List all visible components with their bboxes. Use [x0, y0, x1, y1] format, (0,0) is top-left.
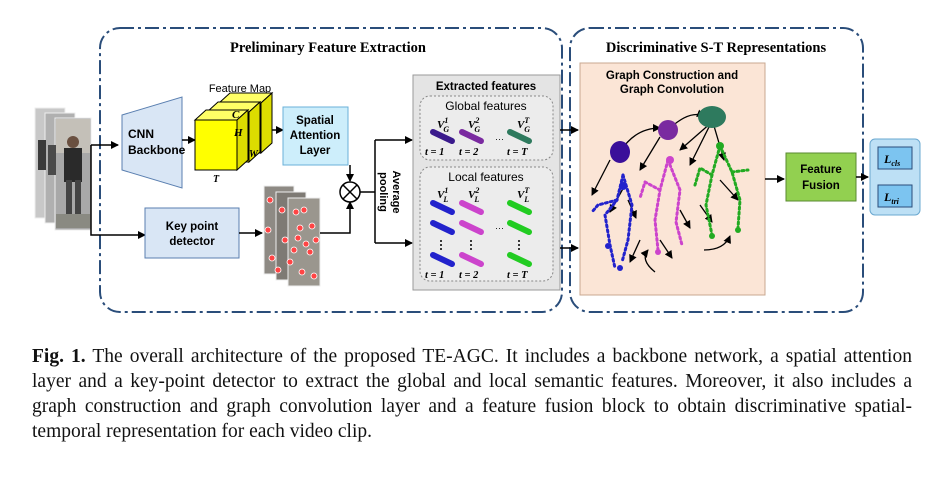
global-time-labels: t = 1 t = 2 t = T	[425, 147, 528, 158]
cnn-label-line2: Backbone	[128, 143, 186, 157]
svg-text:V1G: V1G	[437, 116, 449, 134]
cnn-backbone-block	[121, 96, 183, 189]
multiply-node	[339, 181, 361, 203]
svg-text:V2G: V2G	[468, 116, 480, 134]
spatial-label-1: Spatial	[296, 115, 334, 127]
loss-tri-label: Ltri	[883, 190, 900, 206]
caption-label: Fig. 1.	[32, 346, 86, 367]
caption-text: The overall architecture of the proposed…	[32, 346, 912, 442]
keypoint-label-2: detector	[169, 236, 215, 248]
feature-map-h: H	[233, 127, 243, 139]
loss-tri-box	[877, 184, 913, 208]
global-ellipsis: ···	[495, 134, 504, 144]
cnn-label-line1: CNN	[128, 127, 154, 141]
svg-text:t = 2: t = 2	[459, 270, 479, 281]
svg-text:V2L: V2L	[468, 186, 479, 204]
loss-cls-label: Lcls	[883, 152, 900, 168]
arrow-to-keypoint	[90, 145, 146, 239]
keypoint-frames	[263, 185, 321, 287]
feature-map-t: T	[213, 174, 220, 185]
graph-node-purple	[658, 120, 678, 140]
fusion-label-2: Fusion	[802, 180, 840, 192]
global-features-box	[419, 95, 554, 161]
loss-cls-box	[877, 146, 913, 170]
svg-text:t = 1: t = 1	[425, 147, 444, 158]
graph-nodes	[605, 106, 741, 271]
local-vertical-dots	[440, 240, 520, 250]
average-pooling-label-2: pooling	[377, 172, 389, 212]
local-ellipsis: ···	[495, 223, 504, 233]
spatial-label-3: Layer	[300, 145, 331, 157]
graph-construction-panel	[579, 62, 766, 296]
section-title-left: Preliminary Feature Extraction	[230, 40, 426, 56]
spatial-attention-block	[282, 106, 349, 166]
svg-text:VTL: VTL	[517, 186, 530, 204]
global-bars	[430, 129, 532, 144]
arrow-frames-to-multiply	[320, 201, 354, 234]
svg-text:t = T: t = T	[507, 270, 528, 281]
keypoint-label-1: Key point	[166, 221, 219, 233]
extracted-features-title: Extracted features	[436, 81, 536, 93]
feature-map-w: W	[249, 149, 259, 160]
graph-node-dark	[610, 141, 630, 163]
feature-map-stack	[193, 91, 274, 172]
input-video-frames	[34, 107, 92, 231]
graph-label-2: Graph Convolution	[620, 84, 724, 96]
figure-caption: Fig. 1. The overall architecture of the …	[32, 344, 912, 444]
feature-fusion-block	[785, 152, 857, 202]
fusion-label-1: Feature	[800, 164, 842, 176]
feature-map-label: Feature Map	[209, 83, 271, 95]
local-bars	[430, 200, 532, 267]
global-features-title: Global features	[445, 99, 526, 113]
svg-text:t = 2: t = 2	[459, 147, 479, 158]
graph-label-1: Graph Construction and	[606, 70, 738, 82]
svg-text:VTG: VTG	[517, 116, 530, 134]
svg-text:t = T: t = T	[507, 147, 528, 158]
preliminary-feature-extraction-frame	[99, 27, 563, 313]
local-time-labels: t = 1 t = 2 t = T	[425, 270, 528, 281]
svg-text:t = 1: t = 1	[425, 270, 444, 281]
svg-text:V1L: V1L	[437, 186, 448, 204]
feature-map-c: C	[232, 109, 240, 121]
average-pooling-label-1: Average	[390, 170, 402, 213]
architecture-diagram: Preliminary Feature Extraction Discrimin…	[34, 27, 921, 313]
graph-node-teal	[698, 106, 726, 128]
local-features-title: Local features	[448, 170, 523, 184]
spatial-label-2: Attention	[290, 130, 340, 142]
local-features-box	[419, 166, 554, 282]
section-title-right: Discriminative S-T Representations	[606, 40, 827, 56]
discriminative-st-frame	[569, 27, 864, 313]
graph-skeleton-dots	[590, 144, 750, 270]
keypoint-detector-block	[144, 207, 240, 259]
